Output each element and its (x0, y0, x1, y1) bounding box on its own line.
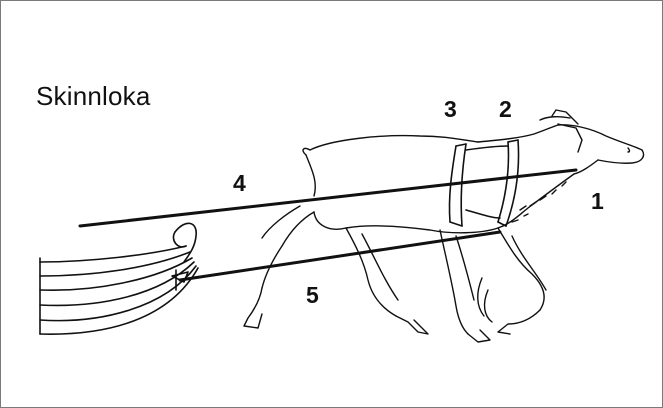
sled-drawing (40, 223, 198, 334)
callout-5: 5 (306, 284, 319, 307)
callout-3: 3 (444, 98, 457, 121)
diagram-title: Skinnloka (36, 83, 151, 109)
callout-2: 2 (499, 98, 512, 121)
reindeer-drawing (244, 110, 644, 342)
callout-4: 4 (233, 172, 246, 195)
callout-1: 1 (591, 190, 604, 213)
